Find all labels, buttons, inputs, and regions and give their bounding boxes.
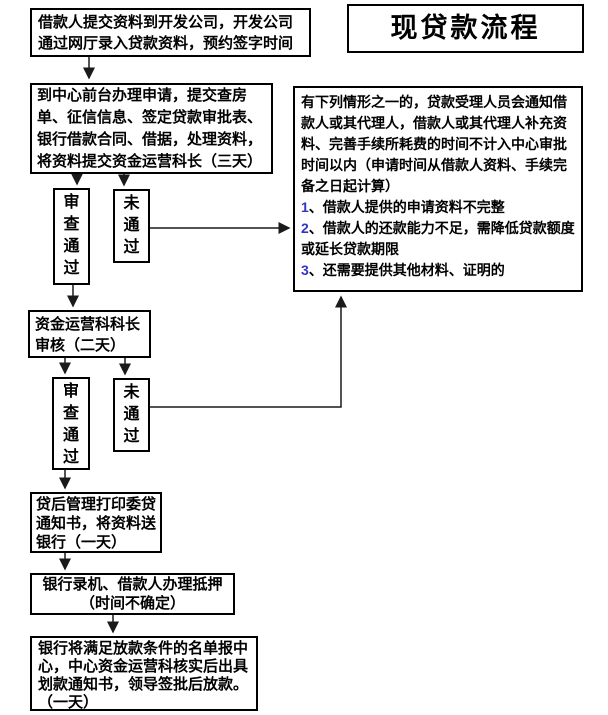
node-post-loan: 贷后管理打印委贷通知书，将资料送银行（一天）	[30, 492, 162, 553]
note-item-2: 2、借款人的还款能力不足，需降低贷款额度或延长贷款期限	[301, 218, 575, 260]
node-review-fail-2: 未通过	[113, 378, 150, 452]
note-intro: 有下列情形之一的，贷款受理人员会通知借款人或其代理人，借款人或其代理人补充资料、…	[301, 94, 567, 194]
node-apply: 到中心前台办理申请，提交查房单、征信信息、签定贷款审批表、银行借款合同、借据，处…	[30, 83, 273, 174]
note-item-3: 3、还需要提供其他材料、证明的	[301, 260, 575, 281]
note-conditions-box: 有下列情形之一的，贷款受理人员会通知借款人或其代理人，借款人或其代理人补充资料、…	[293, 86, 583, 292]
page-title: 现贷款流程	[347, 4, 584, 53]
note-item-2-number: 2	[301, 220, 309, 236]
note-item-2-sep: 、	[308, 220, 323, 236]
note-item-1: 1、借款人提供的申请资料不完整	[301, 197, 575, 218]
arrow-fail2-to-note	[150, 295, 347, 408]
node-disbursement: 银行将满足放款条件的名单报中心，中心资金运营科核实后出具划款通知书，领导签批后放…	[30, 636, 258, 711]
note-item-1-text: 借款人提供的申请资料不完整	[322, 199, 505, 215]
note-item-1-number: 1	[301, 199, 309, 215]
note-item-3-sep: 、	[308, 262, 323, 278]
node-review-pass-1: 审查通过	[53, 188, 90, 285]
note-item-3-text: 还需要提供其他材料、证明的	[322, 262, 505, 278]
node-director-review: 资金运营科科长审核（二天）	[28, 310, 151, 358]
node-start: 借款人提交资料到开发公司，开发公司通过网厅录入贷款资料，预约签字时间	[30, 8, 311, 57]
node-review-fail-1: 未通过	[113, 189, 150, 263]
note-item-1-sep: 、	[308, 199, 323, 215]
note-item-3-number: 3	[301, 262, 309, 278]
node-review-pass-2: 审查通过	[52, 377, 90, 470]
node-bank-mortgage: 银行录机、借款人办理抵押（时间不确定）	[30, 573, 235, 615]
note-item-2-text: 借款人的还款能力不足，需降低贷款额度或延长贷款期限	[301, 220, 575, 257]
